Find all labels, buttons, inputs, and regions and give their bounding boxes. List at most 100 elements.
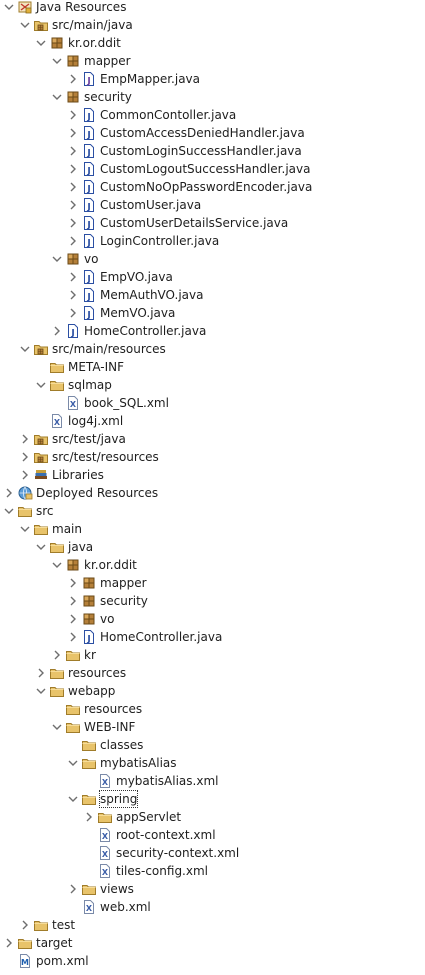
chevron-right-icon[interactable] <box>66 72 80 86</box>
tree-item[interactable]: src/main/java <box>0 16 425 34</box>
tree-item[interactable]: src <box>0 502 425 520</box>
chevron-right-icon[interactable] <box>66 162 80 176</box>
tree-item[interactable]: main <box>0 520 425 538</box>
tree-item[interactable]: src/main/resources <box>0 340 425 358</box>
chevron-down-icon[interactable] <box>34 378 48 392</box>
chevron-down-icon[interactable] <box>50 720 64 734</box>
chevron-right-icon[interactable] <box>66 306 80 320</box>
tree-item[interactable]: kr.or.ddit <box>0 556 425 574</box>
chevron-down-icon[interactable] <box>50 252 64 266</box>
chevron-down-icon[interactable] <box>50 54 64 68</box>
tree-item[interactable]: java <box>0 538 425 556</box>
chevron-down-icon[interactable] <box>2 0 16 14</box>
chevron-right-icon[interactable] <box>66 288 80 302</box>
tree-item[interactable]: Libraries <box>0 466 425 484</box>
chevron-right-icon[interactable] <box>66 216 80 230</box>
tree-item[interactable]: WEB-INF <box>0 718 425 736</box>
chevron-right-icon[interactable] <box>66 180 80 194</box>
package-icon <box>49 35 65 51</box>
chevron-right-icon[interactable] <box>82 810 96 824</box>
chevron-right-icon[interactable] <box>34 666 48 680</box>
chevron-right-icon[interactable] <box>2 486 16 500</box>
chevron-down-icon[interactable] <box>18 18 32 32</box>
chevron-right-icon[interactable] <box>66 594 80 608</box>
chevron-right-icon[interactable] <box>66 270 80 284</box>
tree-item[interactable]: test <box>0 916 425 934</box>
tree-item[interactable]: classes <box>0 736 425 754</box>
tree-item[interactable]: webapp <box>0 682 425 700</box>
chevron-right-icon[interactable] <box>18 468 32 482</box>
tree-item[interactable]: views <box>0 880 425 898</box>
tree-item[interactable]: META-INF <box>0 358 425 376</box>
chevron-right-icon[interactable] <box>66 126 80 140</box>
chevron-down-icon[interactable] <box>18 522 32 536</box>
chevron-right-icon[interactable] <box>66 576 80 590</box>
tree-item[interactable]: appServlet <box>0 808 425 826</box>
tree-item[interactable]: vo <box>0 250 425 268</box>
chevron-right-icon[interactable] <box>50 648 64 662</box>
chevron-right-icon[interactable] <box>50 324 64 338</box>
tree-item[interactable]: resources <box>0 700 425 718</box>
chevron-right-icon[interactable] <box>66 108 80 122</box>
tree-item[interactable]: Deployed Resources <box>0 484 425 502</box>
tree-item[interactable]: spring <box>0 790 425 808</box>
chevron-right-icon[interactable] <box>66 198 80 212</box>
chevron-right-icon[interactable] <box>66 612 80 626</box>
chevron-right-icon[interactable] <box>18 918 32 932</box>
chevron-down-icon[interactable] <box>18 342 32 356</box>
chevron-down-icon[interactable] <box>34 684 48 698</box>
tree-item[interactable]: src/test/resources <box>0 448 425 466</box>
tree-item[interactable]: mapper <box>0 574 425 592</box>
chevron-right-icon[interactable] <box>66 630 80 644</box>
chevron-right-icon[interactable] <box>18 432 32 446</box>
tree-item[interactable]: mybatisAlias <box>0 754 425 772</box>
tree-item[interactable]: target <box>0 934 425 952</box>
chevron-down-icon[interactable] <box>50 558 64 572</box>
tree-item[interactable]: resources <box>0 664 425 682</box>
tree-item[interactable]: kr.or.ddit <box>0 34 425 52</box>
chevron-right-icon[interactable] <box>66 234 80 248</box>
tree-item[interactable]: sqlmap <box>0 376 425 394</box>
chevron-right-icon[interactable] <box>18 450 32 464</box>
tree-item[interactable]: kr <box>0 646 425 664</box>
folder-icon <box>33 521 49 537</box>
chevron-right-icon[interactable] <box>66 144 80 158</box>
chevron-down-icon[interactable] <box>34 36 48 50</box>
chevron-right-icon[interactable] <box>2 936 16 950</box>
tree-item[interactable]: mapper <box>0 52 425 70</box>
chevron-right-icon[interactable] <box>66 882 80 896</box>
chevron-down-icon[interactable] <box>2 504 16 518</box>
folder-icon <box>81 737 97 753</box>
tree-item[interactable]: security <box>0 88 425 106</box>
tree-item[interactable]: src/test/java <box>0 430 425 448</box>
chevron-down-icon[interactable] <box>66 756 80 770</box>
tree-item[interactable]: Java Resources <box>0 0 425 16</box>
chevron-down-icon[interactable] <box>50 90 64 104</box>
chevron-down-icon[interactable] <box>66 792 80 806</box>
tree-item[interactable]: vo <box>0 610 425 628</box>
chevron-down-icon[interactable] <box>34 540 48 554</box>
tree-item[interactable]: security <box>0 592 425 610</box>
